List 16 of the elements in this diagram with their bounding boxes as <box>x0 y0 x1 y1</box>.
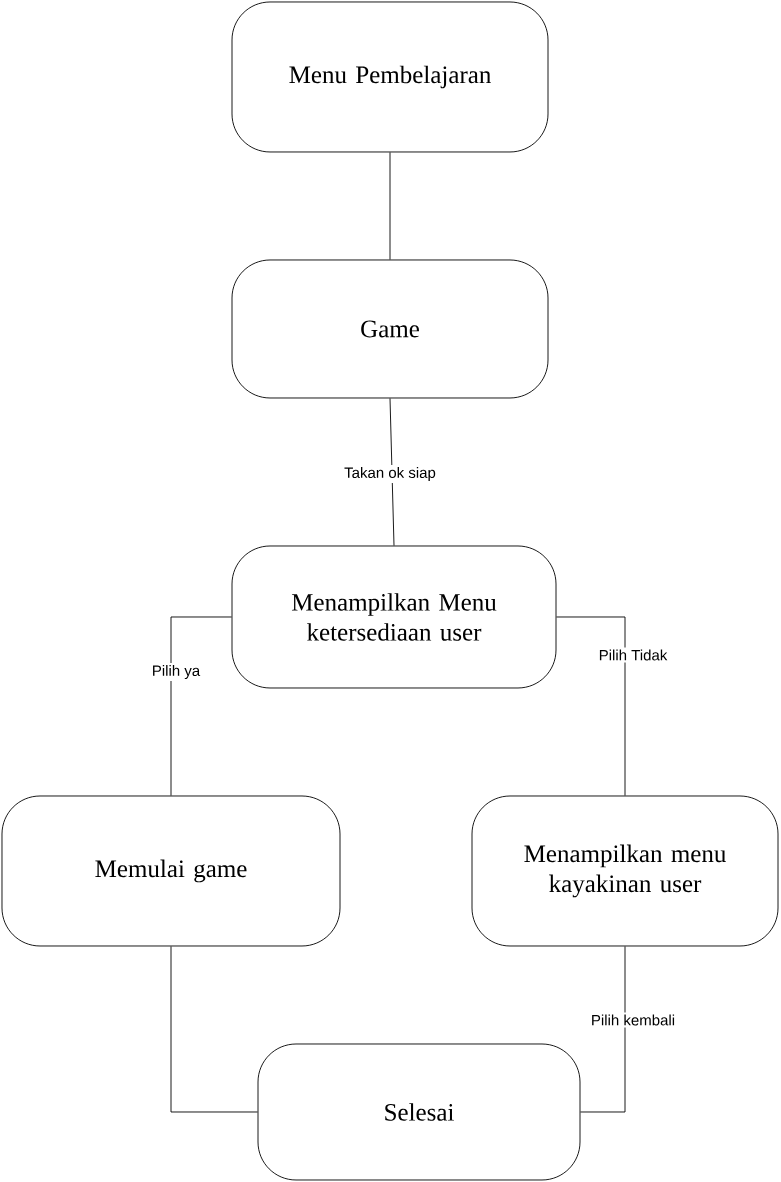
process-box: Menu Pembelajaran <box>231 1 549 153</box>
connector-line <box>389 152 391 260</box>
edge-label: Takan ok siap <box>342 465 438 483</box>
edge-label: Pilih Tidak <box>596 647 670 663</box>
connector-line <box>170 946 258 1113</box>
connector-line <box>556 616 626 796</box>
edge-label: Pilih ya <box>149 663 203 681</box>
process-box: Selesai <box>257 1043 581 1181</box>
edge-label: Pilih kembali <box>588 1012 678 1028</box>
connector-line <box>580 946 626 1113</box>
connector-line <box>170 616 232 796</box>
process-box: Menampilkan Menu ketersediaan user <box>231 545 557 689</box>
process-box: Menampilkan menu kayakinan user <box>471 795 779 947</box>
connector-line <box>389 398 395 546</box>
process-box: Game <box>231 259 549 399</box>
process-box: Memulai game <box>1 795 341 947</box>
